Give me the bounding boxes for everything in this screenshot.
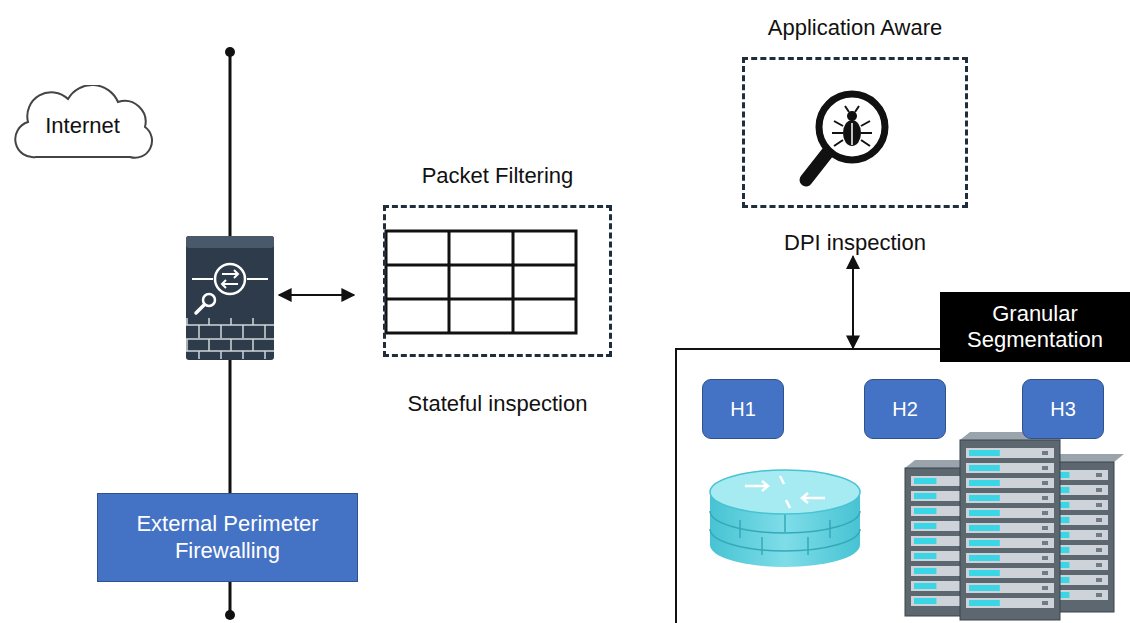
node-label: Granular Segmentation: [940, 292, 1130, 362]
host-box: H1: [702, 379, 784, 439]
node-label: H1: [730, 397, 756, 421]
host-box: H3: [1022, 379, 1104, 439]
double-arrow: [852, 256, 854, 348]
packet-filter-box: Packet FilteringStateful inspection: [383, 163, 612, 418]
router-firewall-icon: [710, 470, 860, 567]
cloud-node: Internet: [10, 85, 155, 167]
app-aware-box: Application AwareDPI inspection: [742, 15, 968, 257]
firewall-icon: [186, 236, 274, 360]
dashed-frame: [383, 205, 612, 357]
node-caption: Stateful inspection: [408, 391, 588, 417]
double-arrow: [279, 294, 354, 296]
bug-magnifier-icon: [806, 94, 885, 180]
node-caption: DPI inspection: [784, 230, 926, 256]
host-box: H2: [864, 379, 946, 439]
node-label: Internet: [45, 113, 120, 139]
segment-region: H1H2H3Granular Segmentation: [675, 348, 1130, 623]
node-label: H3: [1050, 397, 1076, 421]
server-rack-icon: [905, 432, 1124, 620]
node-label: H2: [892, 397, 918, 421]
dashed-frame: [742, 57, 968, 208]
node-label: Packet Filtering: [422, 163, 574, 189]
node-label: External Perimeter Firewalling: [112, 511, 343, 564]
node-label: Application Aware: [768, 15, 943, 41]
rule-table: [386, 231, 576, 333]
perimeter-box: External Perimeter Firewalling: [97, 493, 358, 582]
